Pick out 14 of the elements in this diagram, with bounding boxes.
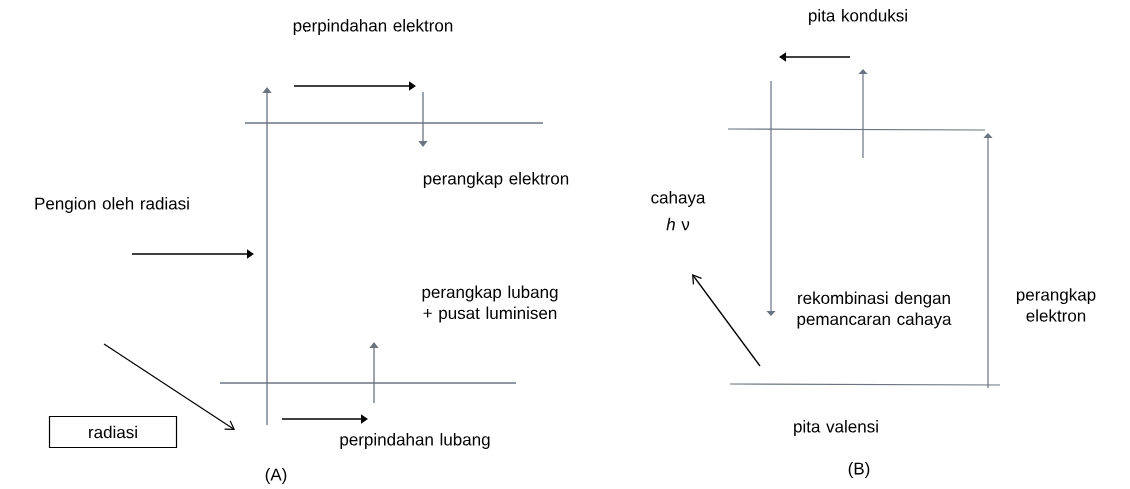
emission-label: cahaya [651, 191, 706, 207]
panel-label: (A) [265, 468, 287, 484]
photon-energy-label: h ν [666, 217, 690, 231]
process-label: perpindahan lubang [340, 433, 490, 449]
process-label: rekombinasi dengan pemancaran cahaya [797, 291, 952, 329]
level-label: perangkap lubang + pusat luminisen [422, 285, 558, 323]
process-label: Pengion oleh radiasi [35, 197, 189, 213]
band-label: pita valensi [794, 420, 878, 436]
level-label: perpindahan elektron [293, 19, 453, 35]
level-label: perangkap elektron [423, 172, 569, 188]
text-box: radiasi [48, 415, 178, 449]
band-label: pita konduksi [809, 9, 907, 25]
level-label: perangkap elektron [1016, 288, 1096, 322]
panel-label: (B) [848, 462, 870, 478]
